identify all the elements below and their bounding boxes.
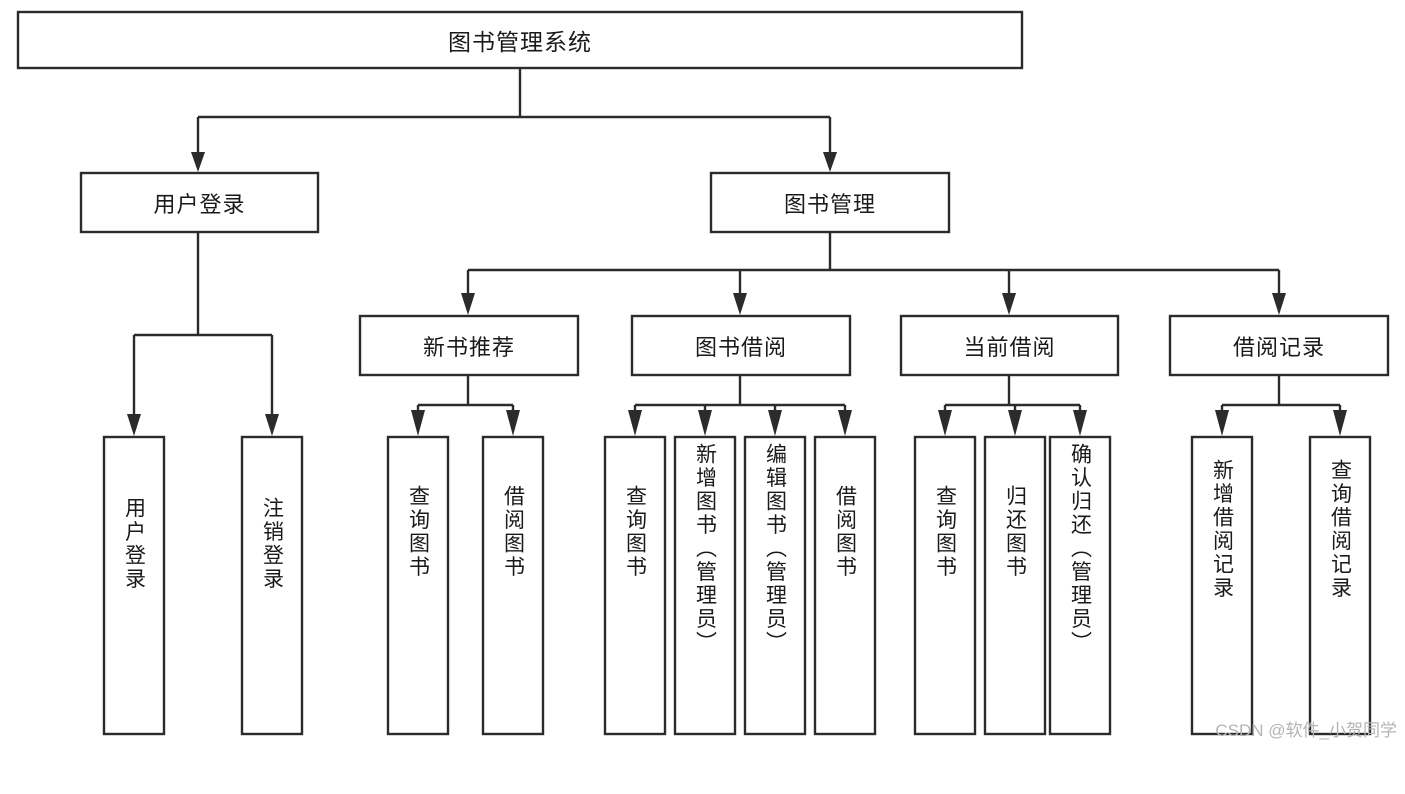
- arrowhead-nb-leaf-2: [506, 410, 520, 436]
- connector-layer: [127, 68, 1347, 436]
- arrowhead-cb-leaf-3: [1073, 410, 1087, 436]
- arrowhead-bb-leaf-1: [628, 410, 642, 436]
- arrowhead-bb-leaf-4: [838, 410, 852, 436]
- arrowhead-bb-leaf-3: [768, 410, 782, 436]
- leaf-book-borrow-edit[interactable]: [743, 435, 807, 736]
- leaf-current-borrow-return[interactable]: [983, 435, 1047, 736]
- node-book-borrow[interactable]: [630, 314, 852, 377]
- arrowhead-borrow-record: [1272, 293, 1286, 315]
- arrowhead-book-borrow: [733, 293, 747, 315]
- arrowhead-br-leaf-2: [1333, 410, 1347, 436]
- leaf-current-borrow-confirm[interactable]: [1048, 435, 1112, 736]
- leaf-book-borrow-add[interactable]: [673, 435, 737, 736]
- box-layer: [16, 10, 1390, 736]
- leaf-new-book-borrow[interactable]: [481, 435, 545, 736]
- node-book-management[interactable]: [709, 171, 951, 234]
- node-new-book-recommend[interactable]: [358, 314, 580, 377]
- arrowhead-nb-leaf-1: [411, 410, 425, 436]
- arrowhead-cb-leaf-2: [1008, 410, 1022, 436]
- arrowhead-book-manage: [823, 152, 837, 172]
- node-user-login[interactable]: [79, 171, 320, 234]
- arrowhead-leaf-user-login: [127, 414, 141, 436]
- arrowhead-cb-leaf-1: [938, 410, 952, 436]
- arrowhead-leaf-logout: [265, 414, 279, 436]
- leaf-user-login-login[interactable]: [102, 435, 166, 736]
- leaf-borrow-record-query[interactable]: [1308, 435, 1372, 736]
- node-borrow-record[interactable]: [1168, 314, 1390, 377]
- leaf-user-login-logout[interactable]: [240, 435, 304, 736]
- leaf-new-book-query[interactable]: [386, 435, 450, 736]
- arrowhead-new-book: [461, 293, 475, 315]
- node-root-book-management-system[interactable]: [16, 10, 1024, 70]
- leaf-borrow-record-add[interactable]: [1190, 435, 1254, 736]
- arrowhead-user-login: [191, 152, 205, 172]
- leaf-current-borrow-query[interactable]: [913, 435, 977, 736]
- diagram-canvas: [16, 10, 1390, 736]
- leaf-book-borrow-query[interactable]: [603, 435, 667, 736]
- node-current-borrow[interactable]: [899, 314, 1120, 377]
- arrowhead-bb-leaf-2: [698, 410, 712, 436]
- leaf-book-borrow-borrow[interactable]: [813, 435, 877, 736]
- arrowhead-current-borrow: [1002, 293, 1016, 315]
- arrowhead-br-leaf-1: [1215, 410, 1229, 436]
- diagram-root: 图书管理系统 用户登录 图书管理 新书推荐 图书借阅 当前借阅 借阅记录 用户登…: [16, 10, 1397, 740]
